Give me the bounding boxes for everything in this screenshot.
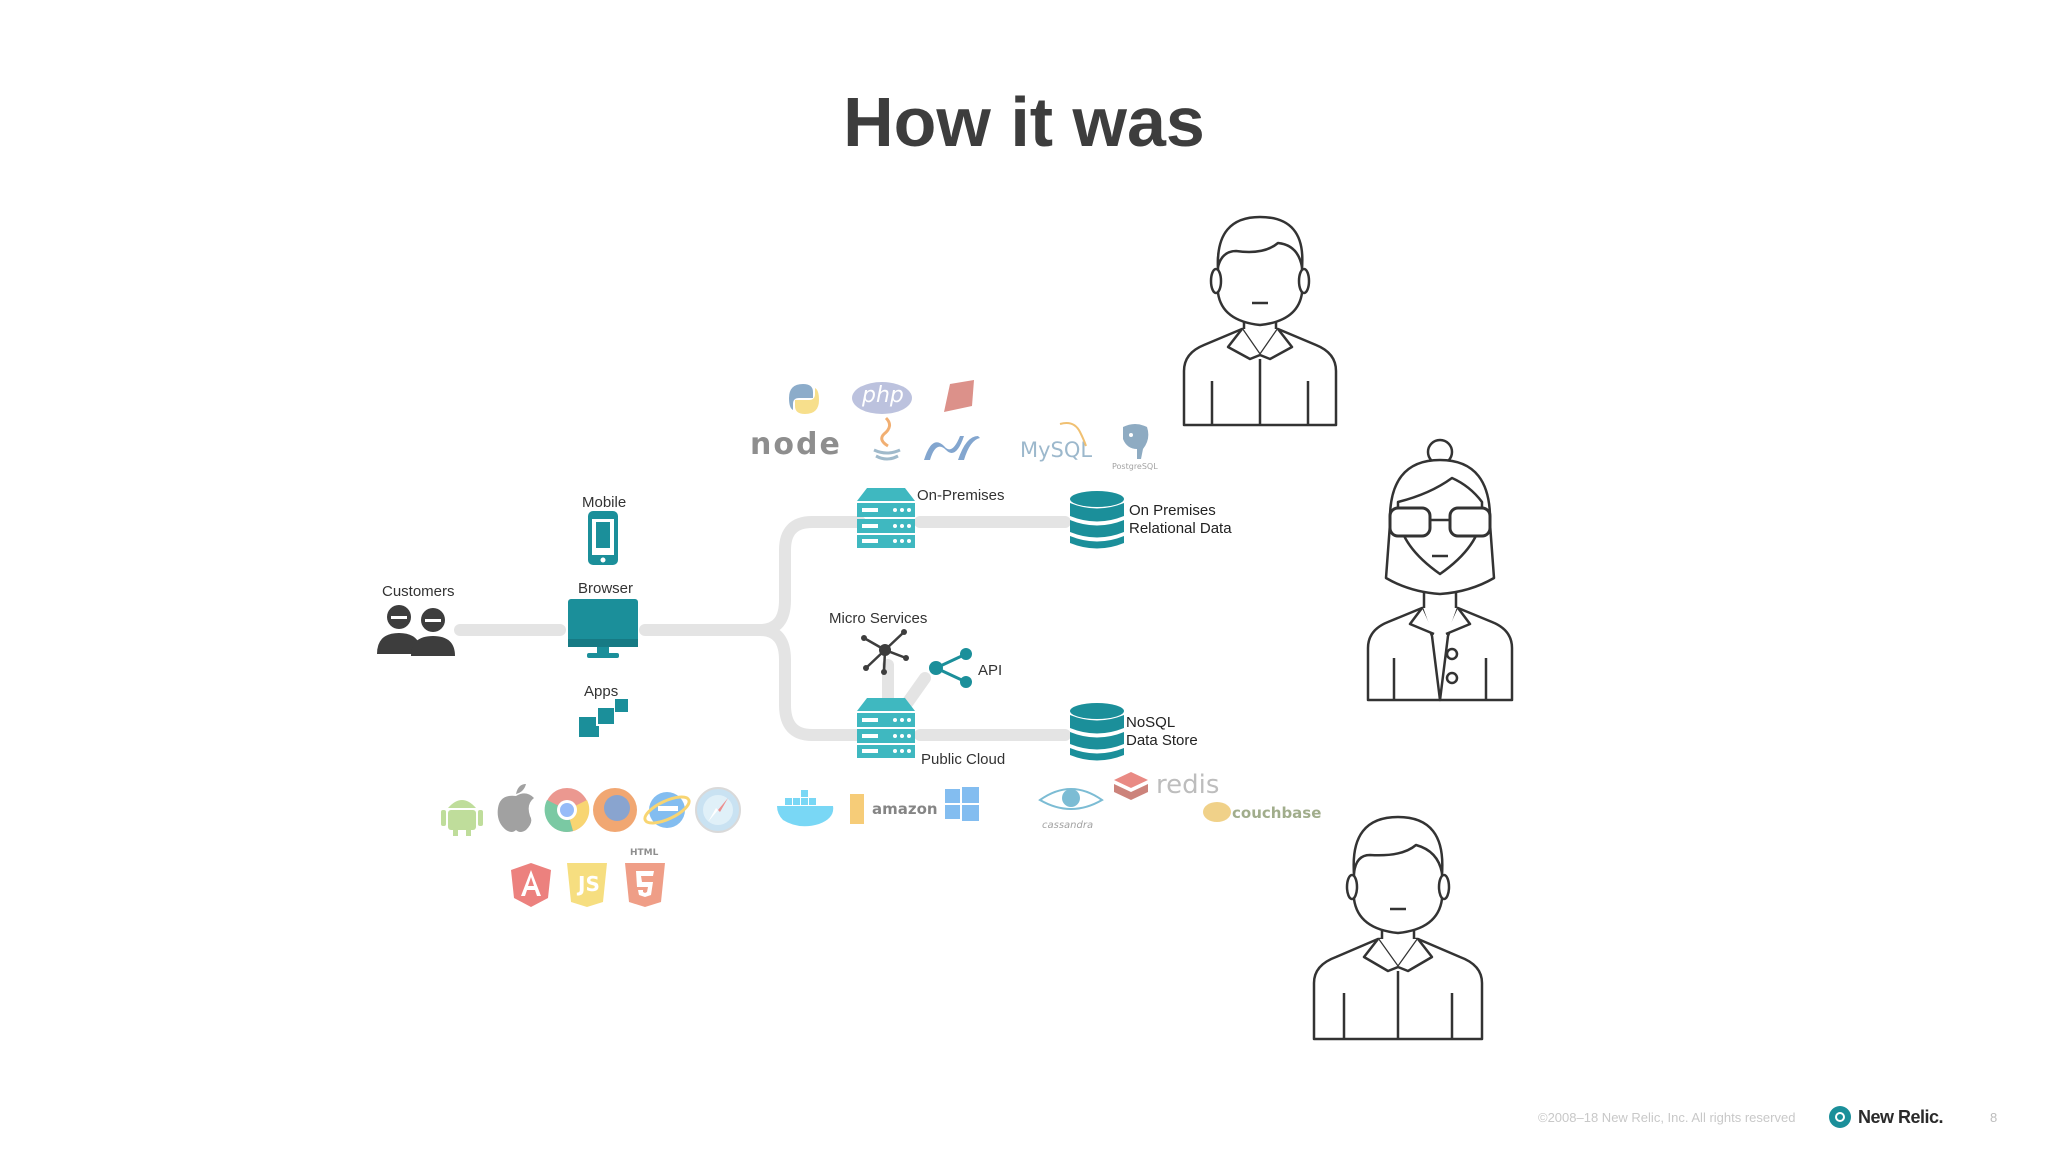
amazon-logo-text: amazon bbox=[872, 800, 938, 818]
couchbase-logo-icon bbox=[1203, 802, 1231, 822]
dotnet-logo-icon bbox=[924, 436, 980, 460]
windows-logo-icon bbox=[945, 787, 979, 821]
page-number: 8 bbox=[1990, 1110, 1998, 1125]
postgresql-elephant-icon bbox=[1123, 424, 1149, 459]
apple-logo-icon bbox=[497, 784, 534, 832]
on-premises-data-label: On Premises Relational Data bbox=[1129, 502, 1232, 538]
footer-copyright: ©2008–18 New Relic, Inc. All rights rese… bbox=[1538, 1110, 1796, 1125]
internet-explorer-logo-icon bbox=[643, 792, 691, 828]
cassandra-logo-text: cassandra bbox=[1042, 820, 1094, 831]
mobile-label: Mobile bbox=[582, 494, 627, 511]
new-relic-logo-icon bbox=[1829, 1106, 1851, 1128]
apps-label: Apps bbox=[584, 683, 619, 700]
new-relic-brand: New Relic. bbox=[1828, 1104, 1944, 1130]
browser-label: Browser bbox=[578, 580, 634, 597]
python-logo-icon bbox=[789, 384, 819, 414]
html5-logo-icon bbox=[625, 863, 665, 907]
angular-logo-icon bbox=[511, 863, 551, 907]
javascript-logo-icon bbox=[567, 863, 607, 907]
on-premises-label: On-Premises bbox=[917, 487, 1005, 504]
firefox-logo-icon bbox=[593, 788, 637, 832]
nodejs-logo-icon: node bbox=[750, 427, 842, 462]
android-logo-icon bbox=[441, 800, 483, 836]
micro-services-label: Micro Services bbox=[829, 610, 928, 627]
html5-logo-text: HTML bbox=[630, 848, 659, 858]
javascript-logo-text: JS bbox=[578, 872, 600, 896]
customers-label: Customers bbox=[382, 583, 455, 600]
aws-cube-icon bbox=[850, 794, 864, 824]
mysql-dolphin-icon bbox=[1059, 422, 1087, 447]
nosql-line1: NoSQL bbox=[1126, 714, 1176, 731]
on-premises-server-icon bbox=[857, 488, 915, 548]
customers-icon bbox=[377, 605, 455, 656]
developer-man-icon bbox=[1182, 215, 1338, 427]
mobile-phone-icon bbox=[588, 511, 618, 565]
chrome-logo-icon bbox=[544, 788, 590, 832]
nosql-data-label: NoSQL Data Store bbox=[1126, 714, 1198, 750]
couchbase-logo-text: couchbase bbox=[1232, 804, 1322, 822]
api-share-icon bbox=[929, 648, 972, 688]
nosql-database-icon bbox=[1070, 703, 1124, 761]
mysql-logo-icon: MySQL bbox=[1020, 438, 1093, 462]
on-premises-data-line1: On Premises bbox=[1129, 502, 1216, 519]
java-logo-icon bbox=[873, 416, 901, 461]
public-cloud-label: Public Cloud bbox=[921, 751, 1006, 768]
developer-man-2-icon bbox=[1312, 815, 1484, 1041]
microservices-network-icon bbox=[861, 629, 909, 675]
monitor-icon bbox=[568, 599, 638, 658]
php-logo-text: php bbox=[862, 383, 904, 408]
slide-title: How it was bbox=[843, 83, 1205, 161]
on-premises-data-line2: Relational Data bbox=[1129, 520, 1232, 537]
ruby-logo-icon bbox=[944, 380, 974, 412]
api-label: API bbox=[978, 662, 1003, 679]
redis-logo-icon bbox=[1114, 772, 1148, 800]
postgresql-text: PostgreSQL bbox=[1112, 462, 1158, 471]
apps-icon bbox=[579, 699, 628, 737]
public-cloud-server-icon bbox=[857, 698, 915, 758]
new-relic-brand-text: New Relic. bbox=[1858, 1106, 1944, 1127]
safari-logo-icon bbox=[695, 787, 741, 833]
redis-logo-text: redis bbox=[1156, 770, 1220, 800]
relational-database-icon bbox=[1070, 491, 1124, 549]
developer-woman-glasses-icon bbox=[1366, 438, 1514, 702]
docker-logo-icon bbox=[777, 790, 834, 827]
php-logo-icon bbox=[852, 382, 912, 414]
cassandra-eye-icon bbox=[1038, 788, 1104, 810]
nosql-line2: Data Store bbox=[1126, 732, 1198, 749]
